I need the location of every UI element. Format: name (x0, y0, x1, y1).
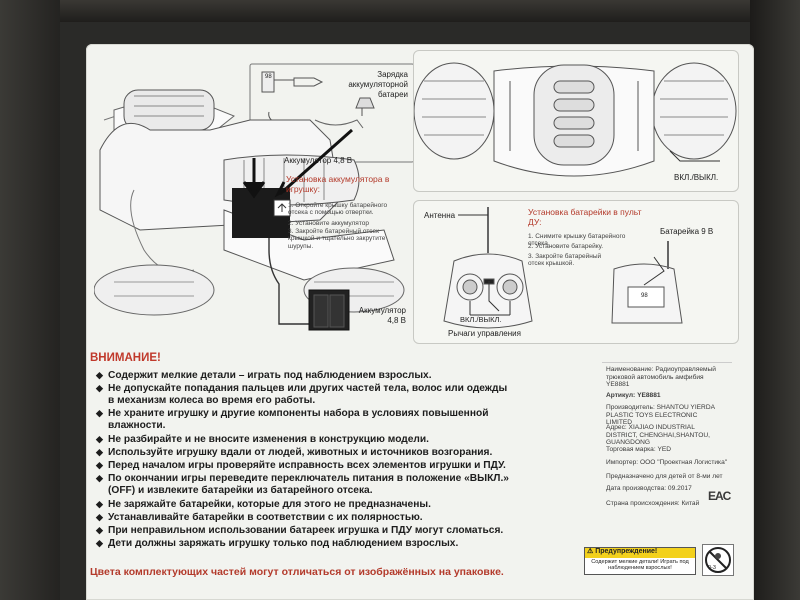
box-top-edge (0, 0, 800, 22)
on-off-label-remote: ВКЛ./ВЫКЛ. (460, 315, 502, 324)
remote-install-step-1: 1. Снимите крышку батарейного отсека. (528, 233, 626, 248)
remote-install-title: Установка батарейки в пульт ДУ: (528, 207, 642, 228)
remote-battery-panel: Антенна Установка батарейки в пульт ДУ: … (413, 200, 739, 344)
charge-title: Зарядка аккумуляторной батареи (348, 70, 408, 99)
color-disclaimer: Цвета комплектующих частей могут отличат… (90, 566, 504, 578)
warning-item: ◆Устанавливайте батарейки в соответствии… (96, 512, 423, 523)
toy-install-step-1: 1. Откройте крышку батарейного отсека с … (288, 202, 388, 217)
info-importer: Импортер: ООО "Проектная Логистика" (606, 459, 728, 466)
info-divider (602, 362, 732, 363)
warning-item: ◆Не заряжайте батарейки, которые для это… (96, 499, 431, 510)
no-children-icon (705, 547, 731, 573)
warning-title: ВНИМАНИЕ! (90, 352, 161, 364)
toy-install-step-2: 2. Установите аккумулятор (288, 220, 369, 227)
antenna-label: Антенна (424, 211, 456, 220)
toy-install-step-3: 3. Закройте батарейный отсек крышкой и т… (288, 228, 386, 250)
warning-item-continued: (OFF) и извлеките батарейки из батарейно… (108, 485, 373, 496)
warning-item: ◆Не храните игрушку и другие компоненты … (96, 408, 489, 419)
box-right-edge (750, 0, 800, 600)
eac-mark: EAC (708, 489, 731, 503)
warning-item: ◆Не допускайте попадания пальцев или дру… (96, 383, 508, 394)
battery-label-top: Аккумулятор 4,8 В (284, 156, 353, 165)
remote-illustration (443, 207, 683, 329)
info-manufacturer: Производитель: SHANTOU YIERDA PLASTIC TO… (606, 404, 715, 427)
info-brand: Торговая марка: YED (606, 446, 672, 453)
toy-diagram-illustration (94, 63, 414, 331)
info-age: Предназначено для детей от 8-ми лет (606, 473, 723, 480)
info-date: Дата производства: 09.2017 (606, 485, 692, 492)
warning-item: ◆Не разбирайте и не вносите изменения в … (96, 434, 429, 445)
caution-box: ⚠ Предупреждение! Содержит мелкие детали… (584, 547, 696, 575)
info-country: Страна происхождения: Китай (606, 500, 700, 507)
levers-label: Рычаги управления (448, 329, 521, 338)
caution-title: ⚠ Предупреждение! (585, 548, 695, 558)
toy-install-title: Установка аккумулятора в игрушку: (286, 174, 390, 195)
warning-item: ◆При неправильном использовании батареек… (96, 525, 504, 536)
info-address: Адрес: XIAJIAO INDUSTRIAL DISTRICT, CHEN… (606, 424, 710, 447)
age-restriction-icon: 0-3 (702, 544, 734, 576)
toy-battery-panel: 98 Зарядка аккумуляторной батареи Аккуму… (94, 50, 414, 342)
info-article: Артикул: YE8881 (606, 392, 661, 399)
caution-text: Содержит мелкие детали! Играть под наблю… (591, 559, 689, 572)
warning-item-continued: в механизм колеса во время его работы. (108, 395, 316, 406)
vehicle-underside-illustration (414, 62, 737, 177)
warning-item-continued: влажности. (108, 420, 166, 431)
warning-item: ◆По окончании игры переведите переключат… (96, 473, 509, 484)
vehicle-underside-panel: ВКЛ./ВЫКЛ. (413, 50, 739, 192)
battery-9v-number: 98 (641, 293, 648, 299)
on-off-label-top: ВКЛ./ВЫКЛ. (674, 173, 719, 182)
box-left-edge (0, 0, 60, 600)
battery-9v-label: Батарейка 9 В (660, 227, 714, 236)
warning-triangle-icon: ⚠ (587, 548, 594, 555)
remote-install-step-2: 2. Установите батарейку. (528, 243, 604, 250)
battery-label-bottom: Аккумулятор 4,8 В (358, 306, 406, 325)
warning-item: ◆Дети должны заряжать игрушку только под… (96, 538, 459, 549)
warning-item: ◆Используйте игрушку вдали от людей, жив… (96, 447, 493, 458)
battery-number-label: 98 (265, 74, 272, 80)
remote-install-step-3: 3. Закройте батарейный отсек крышкой. (528, 253, 602, 268)
info-name: Наименование: Радиоуправляемый трюковой … (606, 366, 716, 389)
age-mark-text: 0-3 (708, 565, 716, 571)
instruction-card: 98 Зарядка аккумуляторной батареи Аккуму… (86, 44, 754, 600)
warning-item: ◆Перед началом игры проверяйте исправнос… (96, 460, 506, 471)
warning-item: ◆Содержит мелкие детали – играть под наб… (96, 370, 432, 381)
